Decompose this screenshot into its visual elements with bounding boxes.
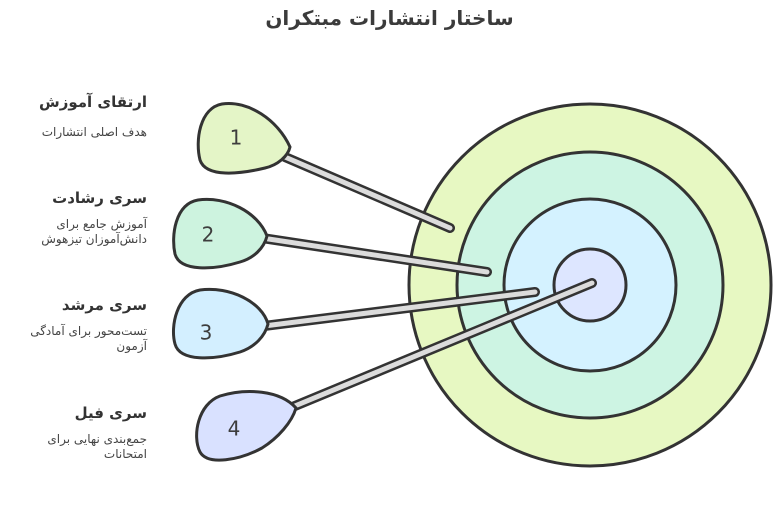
arrow-4-shaft: [287, 280, 595, 411]
label-desc-3-line-2: آزمون: [116, 339, 147, 353]
label-desc-2: آموزش جامع برای دانش‌آموزان تیزهوش: [0, 217, 147, 247]
label-block-3: سری مرشد تست‌محور برای آمادگی آزمون: [0, 296, 147, 354]
diagram-title: ساختار انتشارات مبتکران: [265, 6, 514, 30]
marker-4-number: 4: [228, 417, 241, 441]
label-desc-4: جمع‌بندی نهایی برای امتحانات: [0, 432, 147, 462]
label-title-4: سری فیل: [74, 404, 147, 422]
label-desc-4-line-1: جمع‌بندی نهایی برای: [47, 432, 147, 446]
label-title-1: ارتقای آموزش: [39, 93, 147, 111]
marker-2-number: 2: [202, 223, 215, 247]
marker-2-shape: [172, 197, 269, 270]
label-desc-2-line-1: آموزش جامع برای: [56, 217, 147, 231]
label-block-4: سری فیل جمع‌بندی نهایی برای امتحانات: [0, 404, 147, 462]
marker-1: 1: [196, 102, 292, 175]
marker-3-number: 3: [200, 321, 213, 345]
arrow-1: [280, 152, 455, 233]
marker-2: 2: [172, 197, 269, 270]
label-desc-2-line-2: دانش‌آموزان تیزهوش: [41, 232, 147, 246]
label-desc-3-line-1: تست‌محور برای آمادگی: [30, 324, 147, 338]
label-block-1: ارتقای آموزش هدف اصلی انتشارات: [0, 93, 147, 140]
label-title-3: سری مرشد: [61, 296, 147, 314]
arrow-3: [259, 287, 540, 331]
marker-3: 3: [171, 287, 270, 360]
label-title-2: سری رشادت: [52, 189, 147, 207]
marker-4-shape: [195, 390, 298, 462]
arrow-3-shaft: [261, 289, 538, 329]
label-block-2: سری رشادت آموزش جامع برای دانش‌آموزان تی…: [0, 189, 147, 247]
label-desc-4-line-2: امتحانات: [103, 447, 147, 461]
label-desc-1: هدف اصلی انتشارات: [0, 125, 147, 140]
marker-4: 4: [195, 390, 298, 462]
label-desc-3: تست‌محور برای آمادگی آزمون: [0, 324, 147, 354]
arrow-4: [285, 278, 597, 413]
arrow-2: [257, 233, 492, 277]
marker-1-number: 1: [230, 126, 243, 150]
arrow-2-shaft: [259, 235, 490, 275]
arrow-1-shaft: [282, 154, 453, 231]
label-desc-1-line-1: هدف اصلی انتشارات: [41, 125, 147, 139]
marker-3-shape: [171, 287, 270, 360]
marker-1-shape: [196, 102, 292, 175]
